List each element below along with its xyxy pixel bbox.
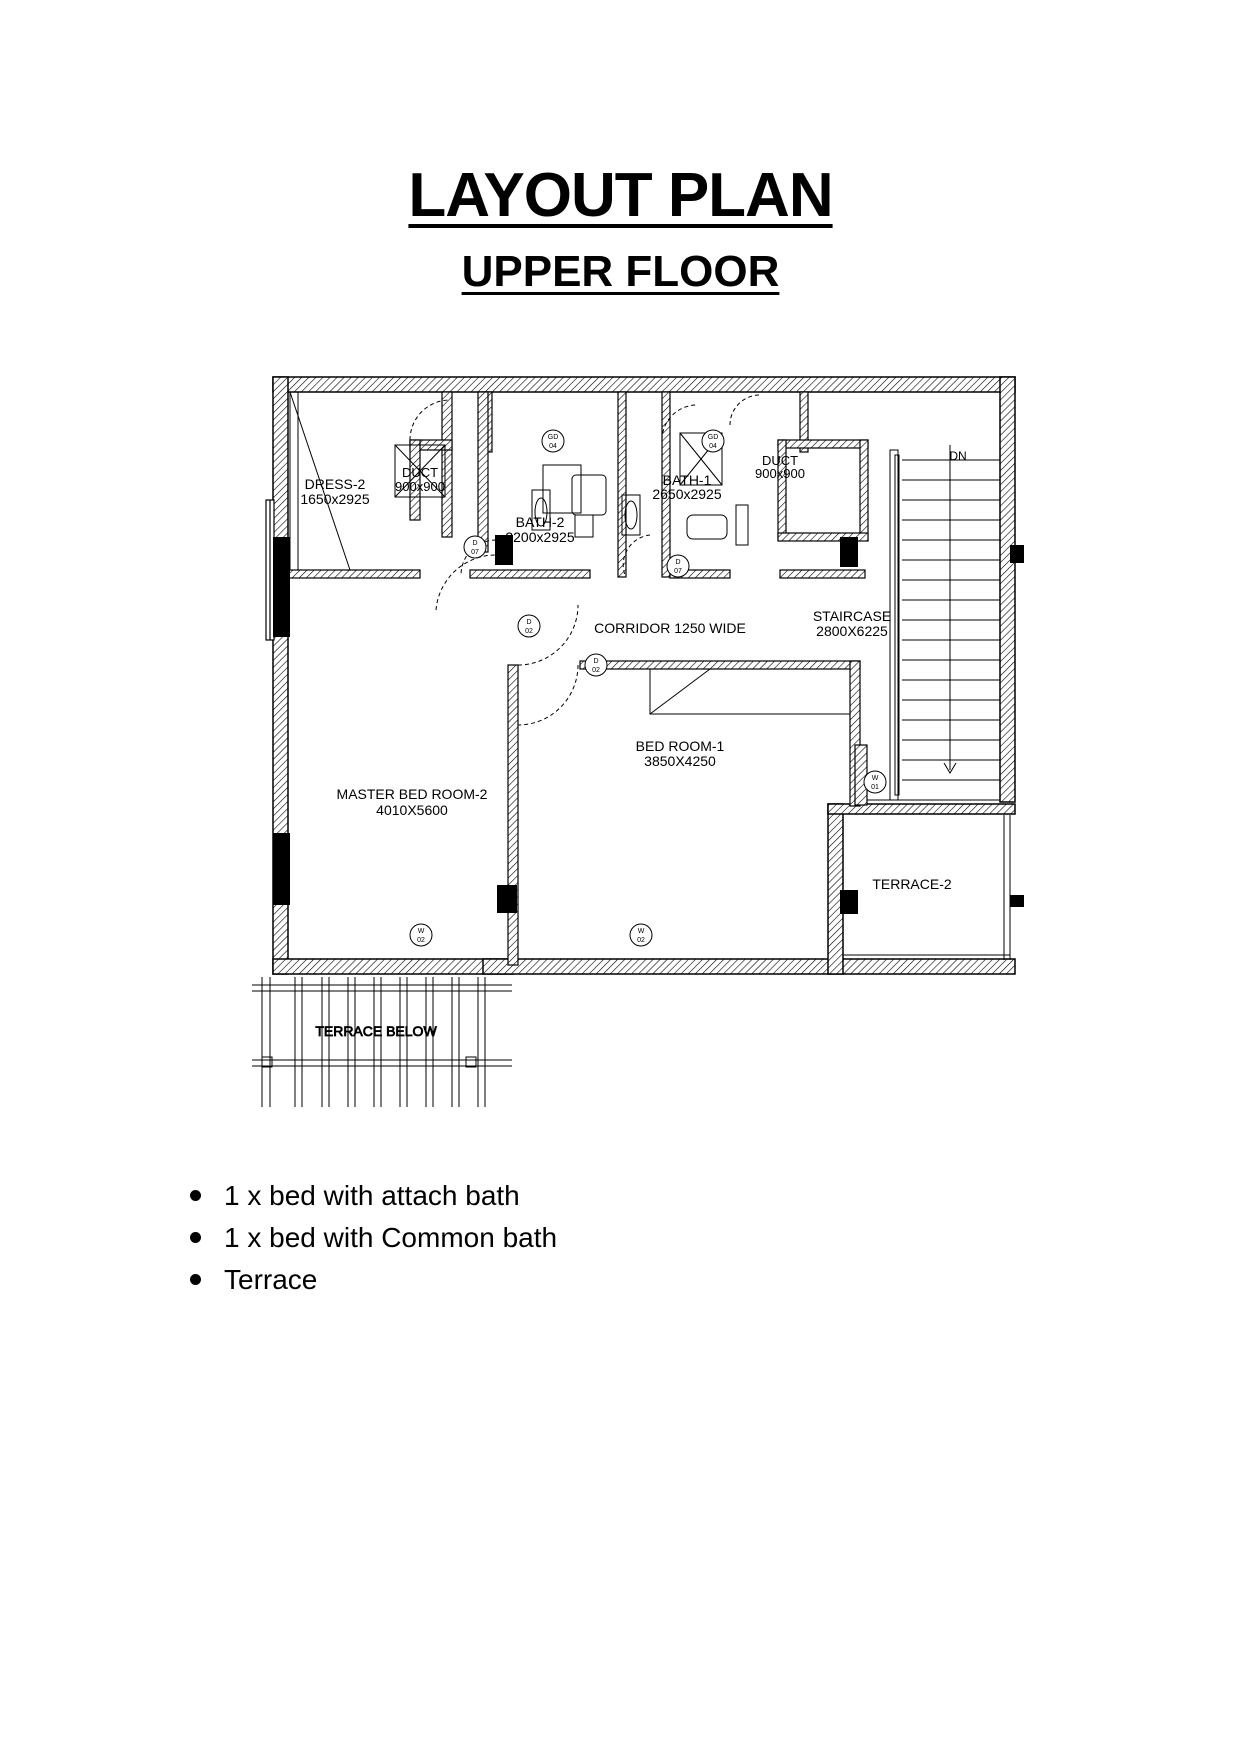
label-bath2-name: BATH-2: [516, 514, 565, 530]
terrace-below-pergola: [252, 977, 512, 1107]
tag-bath2-vent-number: 04: [549, 443, 557, 450]
page-subtitle-text: UPPER FLOOR: [461, 247, 780, 296]
label-dress2-name: DRESS-2: [305, 476, 366, 492]
label-bath2-size: 2200x2925: [505, 529, 575, 545]
floor-plan: GD 04 GD 04 D 07 D 07 D 02 D 02 W 01 W 0…: [252, 376, 1024, 1107]
label-bedroom1-size: 3850X4250: [644, 753, 716, 769]
page-title: LAYOUT PLAN: [0, 160, 1241, 231]
label-master-size: 4010X5600: [376, 802, 448, 818]
tag-bath1-vent-letter: GD: [708, 434, 719, 441]
tag-circles: [409, 429, 887, 947]
tag-master-window-number: 02: [417, 937, 425, 944]
tag-stair-window-letter: W: [872, 775, 879, 782]
stair-treads: [902, 459, 1000, 781]
tag-bath2-vent-letter: GD: [548, 434, 559, 441]
label-bedroom1-name: BED ROOM-1: [636, 738, 725, 754]
label-terrace2: TERRACE-2: [872, 876, 952, 892]
left-window: [265, 499, 275, 641]
tag-labels: GD 04 GD 04 D 07 D 07 D 02 D 02 W 01 W 0…: [417, 434, 879, 944]
label-corridor: CORRIDOR 1250 WIDE: [594, 620, 746, 636]
tag-stair-window-number: 01: [871, 784, 879, 791]
tag-bath1-door-letter: D: [675, 559, 680, 566]
tag-bath1-vent-number: 04: [709, 443, 717, 450]
label-duct-left-name: DUCT: [402, 465, 438, 480]
label-duct-left-size: 900x900: [395, 479, 445, 494]
bedroom-wardrobe: [649, 668, 851, 715]
tag-bath1-door-number: 07: [674, 568, 682, 575]
feature-list: 1 x bed with attach bath 1 x bed with Co…: [190, 1175, 557, 1301]
label-dress2-size: 1650x2925: [300, 491, 370, 507]
tag-bath2-door-letter: D: [472, 540, 477, 547]
dress-wardrobe: [288, 391, 420, 571]
label-duct-right-size: 900x900: [755, 466, 805, 481]
room-labels: DRESS-2 1650x2925 DUCT 900x900 BATH-2 22…: [300, 449, 966, 1039]
columns: [273, 535, 1024, 914]
label-terrace-below: TERRACE BELOW: [315, 1023, 437, 1039]
list-item: 1 x bed with attach bath: [190, 1175, 557, 1217]
page-title-text: LAYOUT PLAN: [408, 161, 833, 230]
bath-fixtures: [531, 464, 749, 546]
tag-bedroom1-door-letter: D: [593, 658, 598, 665]
terrace-railing: [843, 815, 1011, 960]
outer-walls: [272, 376, 1016, 975]
tag-bedroom1-door-number: 02: [592, 667, 600, 674]
tag-master-door-number: 02: [525, 628, 533, 635]
tag-bedroom1-window-letter: W: [638, 928, 645, 935]
staircase: [867, 445, 1000, 801]
label-stair-dn: DN: [949, 449, 966, 463]
label-bath1-name: BATH-1: [663, 472, 712, 488]
tag-master-window-letter: W: [418, 928, 425, 935]
page-subtitle: UPPER FLOOR: [0, 247, 1241, 297]
label-master-name: MASTER BED ROOM-2: [337, 786, 488, 802]
list-item: 1 x bed with Common bath: [190, 1217, 557, 1259]
list-item: Terrace: [190, 1259, 557, 1301]
tag-bath2-door-number: 07: [471, 549, 479, 556]
label-bath1-size: 2650x2925: [652, 486, 722, 502]
ducts: [394, 432, 723, 498]
interior-walls: [287, 391, 869, 966]
label-duct-right-name: DUCT: [762, 453, 798, 468]
tag-master-door-letter: D: [526, 619, 531, 626]
label-staircase-name: STAIRCASE: [813, 608, 891, 624]
label-staircase-size: 2800X6225: [816, 623, 888, 639]
door-swings: [409, 394, 761, 726]
tag-bedroom1-window-number: 02: [637, 937, 645, 944]
